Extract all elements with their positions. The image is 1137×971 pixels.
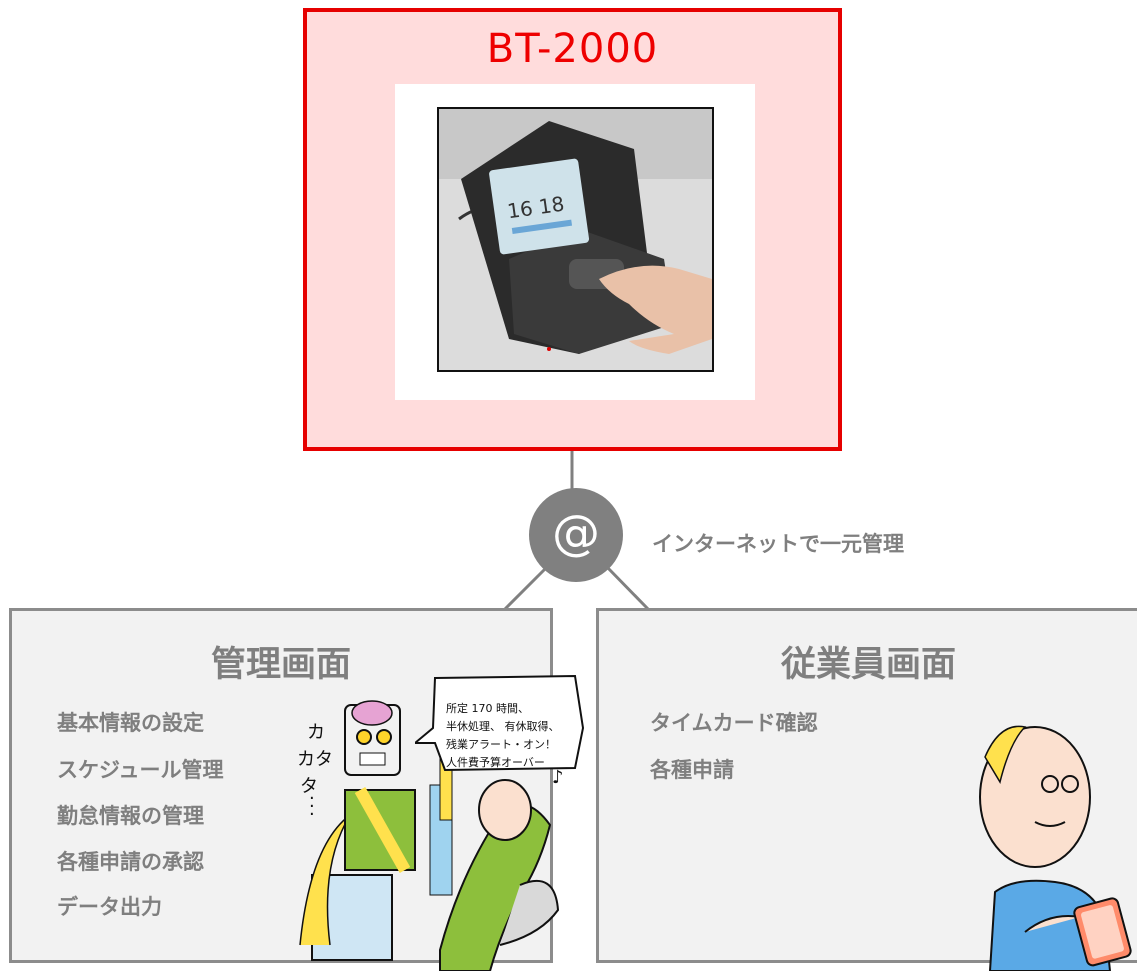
admin-item: データ出力: [57, 895, 162, 919]
speech-line: 所定 170 時間、: [446, 702, 529, 715]
employee-tablet-illustration: [979, 725, 1132, 971]
employee-item: タイムカード確認: [650, 711, 818, 735]
admin-item: スケジュール管理: [57, 758, 224, 782]
admin-screen-title: 管理画面: [210, 645, 351, 685]
internet-management-label: インターネットで一元管理: [652, 532, 904, 556]
speech-line: 人件費予算オーバー: [446, 756, 545, 769]
admin-item: 勤怠情報の管理: [57, 804, 204, 828]
speech-bubble: [415, 674, 585, 772]
device-photo: 16 18: [437, 107, 714, 372]
admin-connector-line: [503, 564, 550, 611]
internet-at-icon: @: [529, 488, 623, 582]
admin-item: 基本情報の設定: [57, 711, 204, 735]
sound-effect-text: カ: [307, 722, 325, 743]
employee-screen-title: 従業員画面: [780, 645, 956, 685]
music-note-icon: ♪: [552, 767, 564, 788]
sound-effect-text: カタ: [297, 749, 333, 770]
employee-connector-line: [604, 564, 650, 611]
speech-bubble-text: 所定 170 時間、 半休処理、 有休取得、 残業アラート・オン！ 人件費予算オ…: [446, 700, 576, 772]
device-title: BT-2000: [486, 26, 659, 72]
sound-effect-text: タ: [300, 776, 318, 797]
speech-line: 半休処理、 有休取得、: [446, 720, 560, 733]
ellipsis-dots: ···: [309, 788, 315, 825]
employee-item: 各種申請: [650, 758, 734, 782]
robot-manager-illustration: ♪: [299, 700, 564, 971]
speech-line: 残業アラート・オン！: [446, 738, 556, 751]
admin-item: 各種申請の承認: [57, 850, 204, 874]
